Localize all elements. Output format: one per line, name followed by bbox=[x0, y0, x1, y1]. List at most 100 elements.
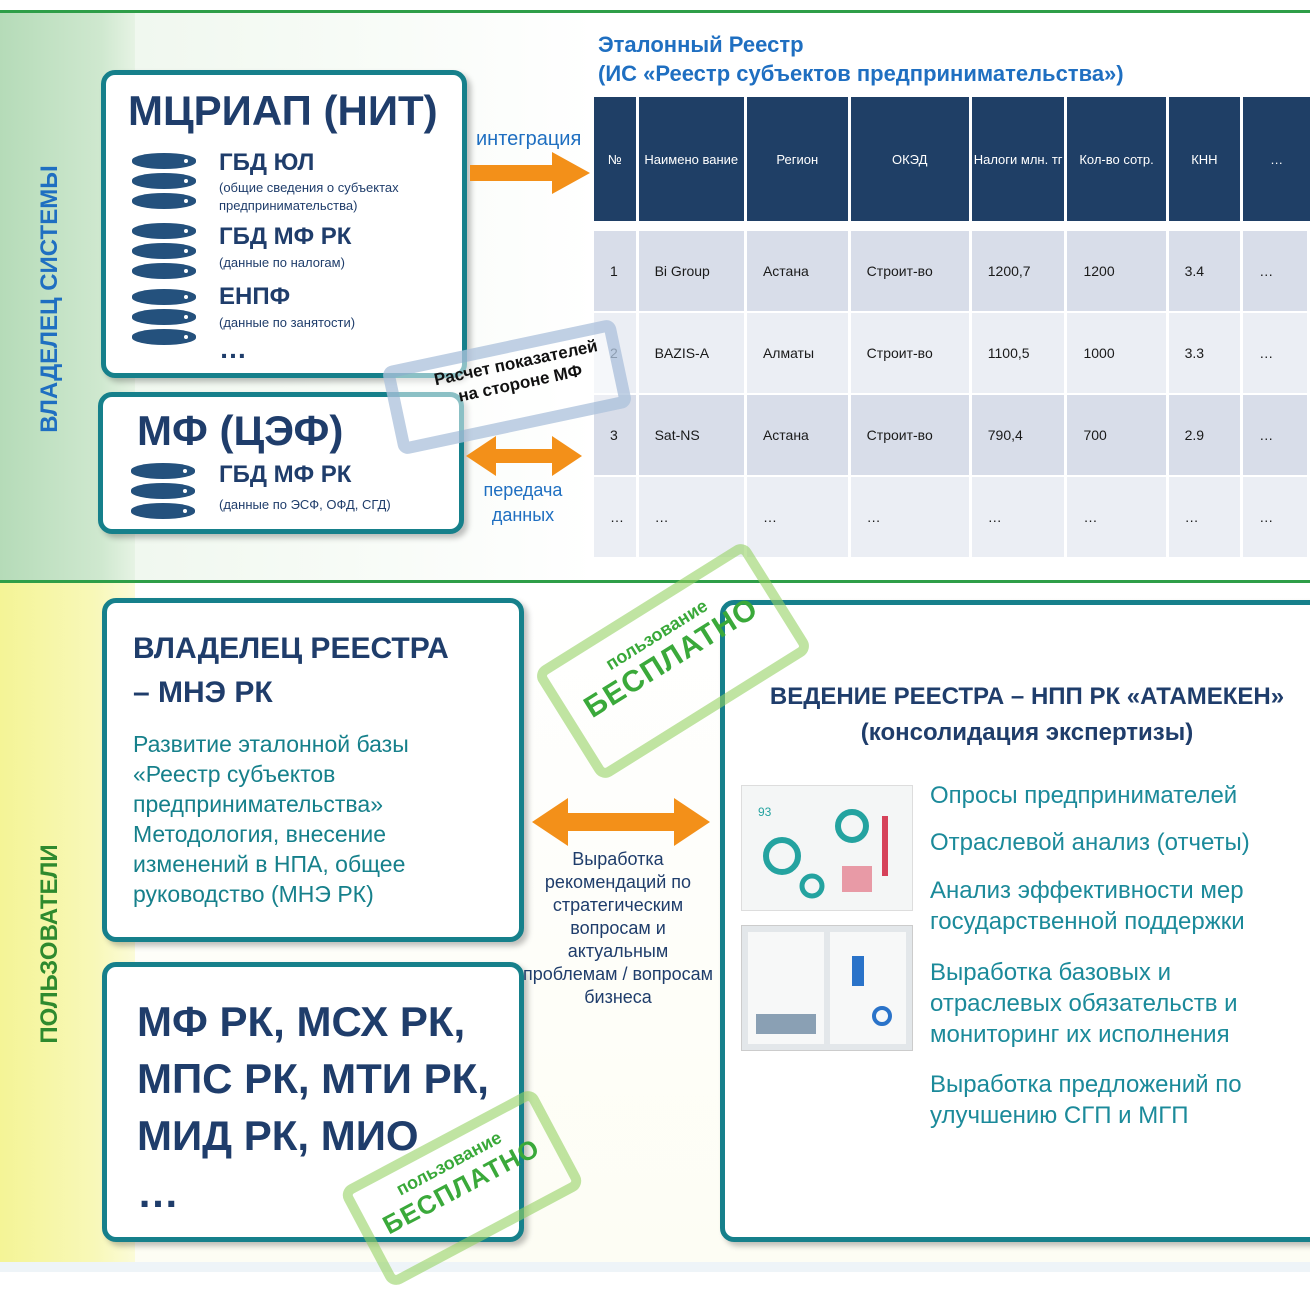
transfer-line2: данных bbox=[491, 505, 555, 525]
cell: 1200 bbox=[1067, 231, 1169, 313]
header-name: Наимено вание bbox=[638, 97, 747, 221]
registry-table: № Наимено вание Регион ОКЭД Налоги млн. … bbox=[594, 97, 1310, 559]
cell: … bbox=[1243, 313, 1310, 395]
header-oked: ОКЭД bbox=[850, 97, 972, 221]
cell: 2.9 bbox=[1168, 395, 1244, 477]
header-region: Регион bbox=[746, 97, 851, 221]
cell: 790,4 bbox=[971, 395, 1068, 477]
cell: … bbox=[971, 477, 1068, 559]
ministries-line3: МИД РК, МИО bbox=[137, 1112, 419, 1159]
integration-label: интеграция bbox=[476, 128, 582, 150]
cell: 3.3 bbox=[1168, 313, 1244, 395]
cell: Bi Group bbox=[638, 231, 747, 313]
cell: 1200,7 bbox=[971, 231, 1068, 313]
cell: Алматы bbox=[746, 313, 851, 395]
registry-title: Эталонный Реестр (ИС «Реестр субъектов п… bbox=[598, 30, 1124, 88]
atameken-title-line2: (консолидация экспертизы) bbox=[860, 719, 1194, 746]
exchange-arrow-icon bbox=[532, 798, 710, 846]
atameken-item: Опросы предпринимателей bbox=[930, 782, 1238, 809]
cell: 1000 bbox=[1067, 313, 1169, 395]
report-thumbnail-image: 93 bbox=[741, 785, 913, 911]
top-divider bbox=[0, 10, 1310, 13]
atameken-item: Анализ эффективности мер государственной… bbox=[930, 877, 1245, 935]
report-book-image bbox=[741, 925, 913, 1051]
cell: Строит-во bbox=[850, 395, 972, 477]
cell: … bbox=[746, 477, 851, 559]
mcriap-item-desc: (данные по занятости) bbox=[219, 315, 356, 330]
book-icon bbox=[748, 932, 906, 1044]
owner-body: Развитие эталонной базы «Реестр субъекто… bbox=[133, 731, 409, 907]
table-row: 1 Bi Group Астана Строит-во 1200,7 1200 … bbox=[594, 231, 1310, 313]
header-taxes: Налоги млн. тг bbox=[971, 97, 1068, 221]
ministries-ellipsis: … bbox=[137, 1169, 179, 1216]
database-icon bbox=[132, 289, 196, 347]
atameken-title: ВЕДЕНИЕ РЕЕСТРА – НПП РК «АТАМЕКЕН» (кон… bbox=[737, 679, 1310, 751]
cell: … bbox=[638, 477, 747, 559]
cell: … bbox=[1243, 231, 1310, 313]
cell: … bbox=[1243, 477, 1310, 559]
cell: Астана bbox=[746, 231, 851, 313]
owner-title-line2: – МНЭ РК bbox=[133, 676, 273, 709]
mcriap-item-name: ЕНПФ bbox=[219, 283, 291, 310]
ministries-line1: МФ РК, МСХ РК, bbox=[137, 998, 466, 1045]
center-text: Выработка рекомендаций по стратегическим… bbox=[522, 849, 714, 1007]
registry-title-line1: Эталонный Реестр bbox=[598, 32, 804, 57]
cell: … bbox=[1067, 477, 1169, 559]
atameken-item: Выработка базовых и отраслевых обязатель… bbox=[930, 959, 1238, 1048]
transfer-label: передача данных bbox=[478, 478, 568, 528]
header-employees: Кол-во сотр. bbox=[1067, 97, 1169, 221]
cell: … bbox=[1168, 477, 1244, 559]
users-label: ПОЛЬЗОВАТЕЛИ bbox=[36, 844, 63, 1044]
integration-arrow-icon bbox=[470, 152, 590, 194]
owner-title-line1: ВЛАДЕЛЕЦ РЕЕСТРА bbox=[133, 632, 449, 665]
cell: 1100,5 bbox=[971, 313, 1068, 395]
mcriap-ellipsis: … bbox=[219, 333, 247, 364]
cell: Астана bbox=[746, 395, 851, 477]
transfer-line1: передача bbox=[483, 480, 563, 500]
mcriap-title: МЦРИАП (НИТ) bbox=[128, 87, 438, 134]
atameken-item: Отраслевой анализ (отчеты) bbox=[930, 829, 1250, 856]
mcriap-item-name: ГБД ЮЛ bbox=[219, 149, 315, 176]
cell: … bbox=[594, 477, 639, 559]
infographic-icon: 93 bbox=[758, 805, 888, 899]
owner-title: ВЛАДЕЛЕЦ РЕЕСТРА – МНЭ РК bbox=[133, 627, 449, 715]
mcriap-box: МЦРИАП (НИТ) ГБД ЮЛ (общие сведения о су… bbox=[101, 70, 467, 378]
mcriap-item-desc: (данные по налогам) bbox=[219, 255, 345, 270]
atameken-item: Выработка предложений по улучшению СГП и… bbox=[930, 1071, 1242, 1129]
transfer-arrow-icon bbox=[466, 436, 582, 476]
table-row: … … … … … … … … bbox=[594, 477, 1310, 559]
cell: Строит-во bbox=[850, 231, 972, 313]
registry-title-line2: (ИС «Реестр субъектов предпринимательств… bbox=[598, 61, 1124, 86]
ministries-line2: МПС РК, МТИ РК, bbox=[137, 1055, 489, 1102]
mcriap-item-desc: (общие сведения о субъектах предпринимат… bbox=[219, 180, 399, 213]
middle-divider bbox=[0, 580, 1310, 583]
cell: 3.4 bbox=[1168, 231, 1244, 313]
atameken-box: ВЕДЕНИЕ РЕЕСТРА – НПП РК «АТАМЕКЕН» (кон… bbox=[720, 600, 1310, 1242]
mf-item-desc: (данные по ЭСФ, ОФД, СГД) bbox=[219, 497, 391, 512]
header-number: № bbox=[594, 97, 639, 221]
bottom-strip bbox=[0, 1262, 1310, 1272]
table-row: 3 Sat-NS Астана Строит-во 790,4 700 2.9 … bbox=[594, 395, 1310, 477]
database-icon bbox=[132, 223, 196, 281]
cell: 1 bbox=[594, 231, 639, 313]
registry-owner-box: ВЛАДЕЛЕЦ РЕЕСТРА – МНЭ РК Развитие этало… bbox=[102, 598, 524, 942]
ministries-box: МФ РК, МСХ РК, МПС РК, МТИ РК, МИД РК, М… bbox=[102, 962, 524, 1242]
mf-box: МФ (ЦЭФ) ГБД МФ РК (данные по ЭСФ, ОФД, … bbox=[98, 392, 464, 534]
mf-item-name: ГБД МФ РК bbox=[219, 461, 352, 488]
header-knn: КНН bbox=[1168, 97, 1244, 221]
database-icon bbox=[131, 463, 195, 521]
svg-text:93: 93 bbox=[758, 805, 772, 819]
cell: Строит-во bbox=[850, 313, 972, 395]
header-more: … bbox=[1243, 97, 1310, 221]
cell: … bbox=[1243, 395, 1310, 477]
cell: 700 bbox=[1067, 395, 1169, 477]
cell: … bbox=[850, 477, 972, 559]
cell: Sat-NS bbox=[638, 395, 747, 477]
system-owner-label: ВЛАДЕЛЕЦ СИСТЕМЫ bbox=[36, 165, 63, 433]
mcriap-item-name: ГБД МФ РК bbox=[219, 223, 352, 250]
table-header-row: № Наимено вание Регион ОКЭД Налоги млн. … bbox=[594, 97, 1310, 221]
table-row: 2 BAZIS-A Алматы Строит-во 1100,5 1000 3… bbox=[594, 313, 1310, 395]
cell: BAZIS-A bbox=[638, 313, 747, 395]
ministries-text: МФ РК, МСХ РК, МПС РК, МТИ РК, МИД РК, М… bbox=[137, 993, 489, 1221]
database-icon bbox=[132, 153, 196, 211]
